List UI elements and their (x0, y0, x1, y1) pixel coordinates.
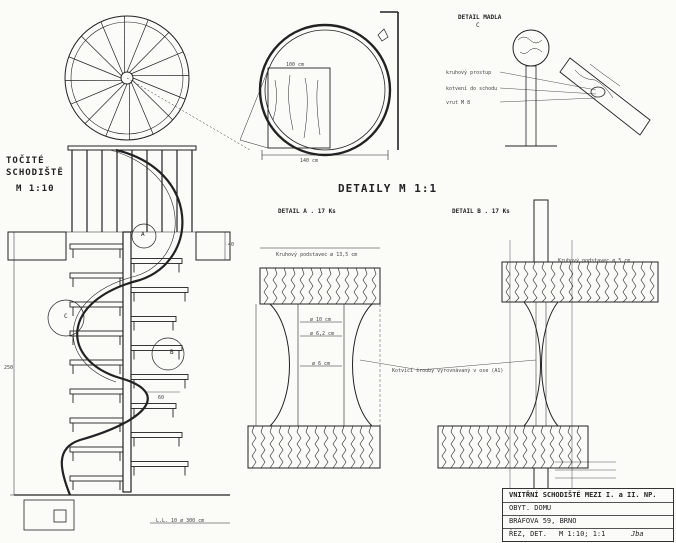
dim-landing: 40 (228, 242, 235, 248)
dim-stair-height: 250 (4, 365, 14, 371)
note-rail-3: vrut M 8 (446, 100, 471, 106)
rail-plan-view (239, 11, 399, 160)
note-joint: Kotvící šrouby vyrovnávaný v ose (A1) (392, 368, 504, 374)
title-line2: OBYT. DOMU (509, 504, 552, 512)
dim-diam-a: ø 10 cm (310, 317, 332, 323)
note-center-pole: Kruhový podstavec ø 13,5 cm (276, 252, 358, 258)
dim-diam-b: ø 6,2 cm (310, 331, 335, 337)
rail-detail-title: DETAIL MADLA (458, 14, 502, 21)
marker-c: C (64, 313, 68, 320)
title-line3: BRÁFOVA 59, BRNO (509, 517, 577, 525)
details-title: DETAILY M 1:1 (338, 182, 438, 195)
handrail-detail (499, 29, 651, 147)
stair-title-line2: SCHODIŠTĚ (6, 168, 64, 178)
marker-a: A (141, 231, 145, 238)
dim-plan-width: 140 cm (300, 158, 319, 164)
stair-scale: M 1:10 (16, 184, 55, 194)
dim-step: 60 (158, 395, 165, 401)
signature: Jba (631, 530, 644, 538)
title-block: VNITŘNÍ SCHODIŠTĚ MEZI I. a II. NP. OBYT… (502, 488, 674, 542)
stair-plan-view (64, 15, 251, 151)
title-line1: VNITŘNÍ SCHODIŠTĚ MEZI I. a II. NP. (509, 491, 657, 499)
detail-b-view (437, 199, 659, 500)
dim-diam-c: ø 6 cm (312, 361, 331, 367)
detail-b-title: DETAIL B . 17 Ks (452, 208, 510, 215)
bottom-label: L.L. 10 ø 300 cm (156, 518, 205, 524)
note-rail-1: kruhový prostup (446, 70, 492, 76)
detail-a-title: DETAIL A . 17 Ks (278, 208, 336, 215)
note-rail-2: kotvení do schodu (446, 86, 498, 92)
marker-b: B (170, 349, 174, 356)
note-top-plate: Kruhový podstavec ø 5 cm (558, 258, 631, 264)
rail-detail-sub: C (476, 22, 480, 29)
dim-beam: 100 cm (286, 62, 305, 68)
stair-section-view (7, 145, 231, 531)
title-line4-label: ŘEZ, DET. (509, 530, 547, 538)
title-line4-scale: M 1:10; 1:1 (559, 530, 606, 538)
detail-a-view (247, 247, 381, 469)
stair-title-line1: TOČITÉ (6, 156, 45, 166)
